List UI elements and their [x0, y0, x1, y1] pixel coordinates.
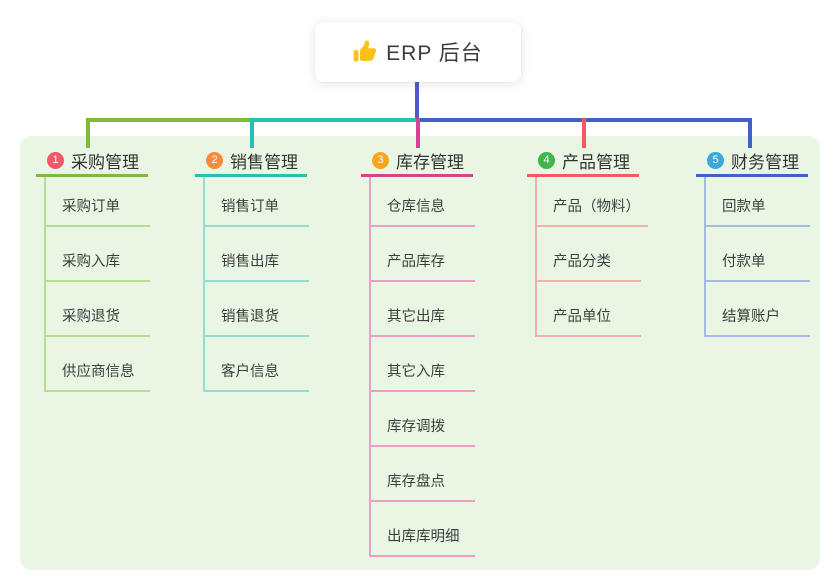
child-node[interactable]: 销售出库: [203, 227, 309, 282]
child-node[interactable]: 销售退货: [203, 282, 309, 337]
branches-panel: [20, 136, 820, 570]
child-node[interactable]: 其它入库: [369, 337, 475, 392]
child-node[interactable]: 客户信息: [203, 337, 309, 392]
child-node[interactable]: 产品库存: [369, 227, 475, 282]
child-node-label: 出库库明细: [371, 525, 475, 557]
child-node-label: 销售出库: [205, 250, 309, 282]
child-node[interactable]: 产品单位: [535, 282, 648, 337]
child-node-label: 库存调拨: [371, 415, 475, 447]
child-node[interactable]: 库存盘点: [369, 447, 475, 502]
bus-segment-2: [250, 118, 416, 122]
branch-title: 产品管理: [562, 152, 630, 172]
branch-connector-line: [582, 118, 586, 148]
child-node[interactable]: 其它出库: [369, 282, 475, 337]
child-node-label: 产品（物料）: [537, 195, 648, 227]
branch-children: 销售订单销售出库销售退货客户信息: [203, 177, 309, 392]
branch-title: 库存管理: [396, 152, 464, 172]
branch-number-badge: 3: [372, 151, 389, 169]
child-node-label: 销售退货: [205, 305, 309, 337]
branch-connector-line: [416, 118, 420, 148]
branch-number-badge: 1: [47, 151, 64, 169]
root-node[interactable]: ERP 后台: [315, 22, 521, 82]
child-node[interactable]: 供应商信息: [44, 337, 150, 392]
child-node[interactable]: 采购订单: [44, 177, 150, 227]
branch-title: 财务管理: [731, 152, 799, 172]
child-node-label: 采购入库: [46, 250, 150, 282]
child-node[interactable]: 出库库明细: [369, 502, 475, 557]
branch-connector-line: [250, 118, 254, 148]
child-node-label: 库存盘点: [371, 470, 475, 502]
bus-segment-1: [86, 118, 250, 122]
child-node[interactable]: 回款单: [704, 177, 810, 227]
branch: 3 库存管理 仓库信息产品库存其它出库其它入库库存调拨库存盘点出库库明细: [361, 146, 475, 557]
child-node-label: 采购退货: [46, 305, 150, 337]
child-node-label: 其它出库: [371, 305, 475, 337]
branch-topic[interactable]: 5 财务管理: [696, 146, 808, 177]
branch-connector-line: [748, 118, 752, 148]
branch-number-badge: 2: [206, 151, 223, 169]
branch-children: 产品（物料） 产品分类产品单位: [535, 177, 648, 337]
root-label: ERP 后台: [386, 42, 483, 65]
child-node[interactable]: 结算账户: [704, 282, 810, 337]
child-node-label: 结算账户: [706, 305, 810, 337]
child-node-label: 付款单: [706, 250, 810, 282]
branch-topic[interactable]: 4 产品管理: [527, 146, 639, 177]
branch-topic[interactable]: 1 采购管理: [36, 146, 148, 177]
child-node[interactable]: 销售订单: [203, 177, 309, 227]
branch: 1 采购管理 采购订单采购入库采购退货供应商信息: [36, 146, 150, 392]
thumbs-up-icon: [353, 40, 377, 64]
branch-topic[interactable]: 2 销售管理: [195, 146, 307, 177]
child-node[interactable]: 采购入库: [44, 227, 150, 282]
branch-children: 回款单付款单结算账户: [704, 177, 810, 337]
child-node[interactable]: 产品分类: [535, 227, 648, 282]
child-node-label: 仓库信息: [371, 195, 475, 227]
branch-topic[interactable]: 3 库存管理: [361, 146, 473, 177]
child-node-label: 产品分类: [537, 250, 641, 282]
child-node[interactable]: 付款单: [704, 227, 810, 282]
root-connector-line: [415, 82, 419, 118]
branch-title: 销售管理: [230, 152, 298, 172]
branch: 4 产品管理 产品（物料） 产品分类产品单位: [527, 146, 648, 337]
child-node[interactable]: 产品（物料）: [535, 177, 648, 227]
child-node[interactable]: 采购退货: [44, 282, 150, 337]
branch-children: 仓库信息产品库存其它出库其它入库库存调拨库存盘点出库库明细: [369, 177, 475, 557]
child-node-label: 采购订单: [46, 195, 150, 227]
branch: 2 销售管理 销售订单销售出库销售退货客户信息: [195, 146, 309, 392]
child-node-label: 产品单位: [537, 305, 641, 337]
child-node[interactable]: 仓库信息: [369, 177, 475, 227]
child-node-label: 销售订单: [205, 195, 309, 227]
branch-number-badge: 4: [538, 151, 555, 169]
child-node-label: 产品库存: [371, 250, 475, 282]
branch-children: 采购订单采购入库采购退货供应商信息: [44, 177, 150, 392]
child-node-label: 回款单: [706, 195, 810, 227]
branch-title: 采购管理: [71, 152, 139, 172]
branch-number-badge: 5: [707, 151, 724, 169]
branch-connector-line: [86, 118, 90, 148]
child-node-label: 其它入库: [371, 360, 475, 392]
child-node-label: 供应商信息: [46, 360, 150, 392]
child-node-label: 客户信息: [205, 360, 309, 392]
branch: 5 财务管理 回款单付款单结算账户: [696, 146, 810, 337]
child-node[interactable]: 库存调拨: [369, 392, 475, 447]
